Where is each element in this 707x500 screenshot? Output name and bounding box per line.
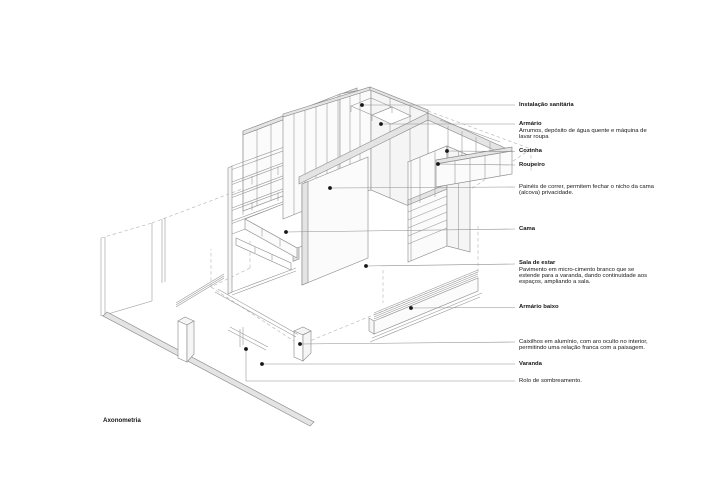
- sanitary-hatch: [350, 97, 412, 125]
- annotation-heading: Armário baixo: [519, 303, 559, 310]
- annotation-body-line: Caixilhos em alumínio, com aro oculto no…: [519, 338, 648, 345]
- annotation-body-line: (alcova) privacidade.: [519, 189, 574, 196]
- annotation-heading: Roupeiro: [519, 161, 545, 168]
- annotation-armario: Armário Arrumos, depósito de água quente…: [519, 121, 705, 141]
- annotation-heading: Armário: [519, 120, 542, 127]
- leader-dots: [244, 103, 449, 366]
- annotation-armario-baixo: Armário baixo: [519, 304, 705, 310]
- annotation-heading: Sala de estar: [519, 259, 556, 266]
- annotation-body-line: Arrumos, depósito de água quente e máqui…: [519, 128, 647, 135]
- annotation-body-line: Painéis de correr, permitem fechar o nic…: [519, 183, 654, 190]
- low-cabinet: [368, 269, 483, 343]
- annotation-body-line: lavar roupa: [519, 134, 549, 141]
- annotation-body-line: estende para a varanda, dando continuida…: [519, 273, 648, 280]
- annotation-body-line: espaços, ampliando a sala.: [519, 279, 591, 286]
- annotation-body-line: permitindo uma relação franca com a pais…: [519, 344, 646, 351]
- annotation-heading: Instalação sanitária: [519, 101, 574, 108]
- annotation-roupeiro: Roupeiro: [519, 162, 705, 168]
- annotation-body-line: Rolo de sombreamento.: [519, 377, 582, 384]
- corner-post: [293, 326, 312, 362]
- annotation-heading: Cozinha: [519, 148, 542, 154]
- bathroom-cabinet-block: [282, 86, 506, 286]
- balcony: [100, 218, 315, 427]
- annotation-caixilhos: Caixilhos em alumínio, com aro oculto no…: [519, 339, 705, 351]
- annotation-paineis-de-correr: Painéis de correr, permitem fechar o nic…: [519, 184, 705, 196]
- shading-roll: [227, 326, 269, 351]
- annotation-cama: Cama: [519, 226, 705, 232]
- annotation-instalacao-sanitaria: Instalação sanitária: [519, 102, 705, 108]
- annotation-rolo-de-sombreamento: Rolo de sombreamento.: [519, 378, 705, 384]
- annotation-body-line: Pavimento em micro-cimento branco que se: [519, 267, 635, 274]
- annotation-sala-de-estar: Sala de estar Pavimento em micro-cimento…: [519, 260, 705, 286]
- annotation-heading: Cama: [519, 225, 536, 232]
- drawing-title: Axonometria: [103, 417, 141, 424]
- annotation-varanda: Varanda: [519, 361, 705, 367]
- leader-lines: [244, 103, 516, 382]
- sliding-panels: [301, 156, 369, 286]
- balcony-post: [177, 316, 195, 363]
- annotation-heading: Varanda: [519, 360, 542, 367]
- annotation-cozinha: Cozinha: [519, 148, 705, 154]
